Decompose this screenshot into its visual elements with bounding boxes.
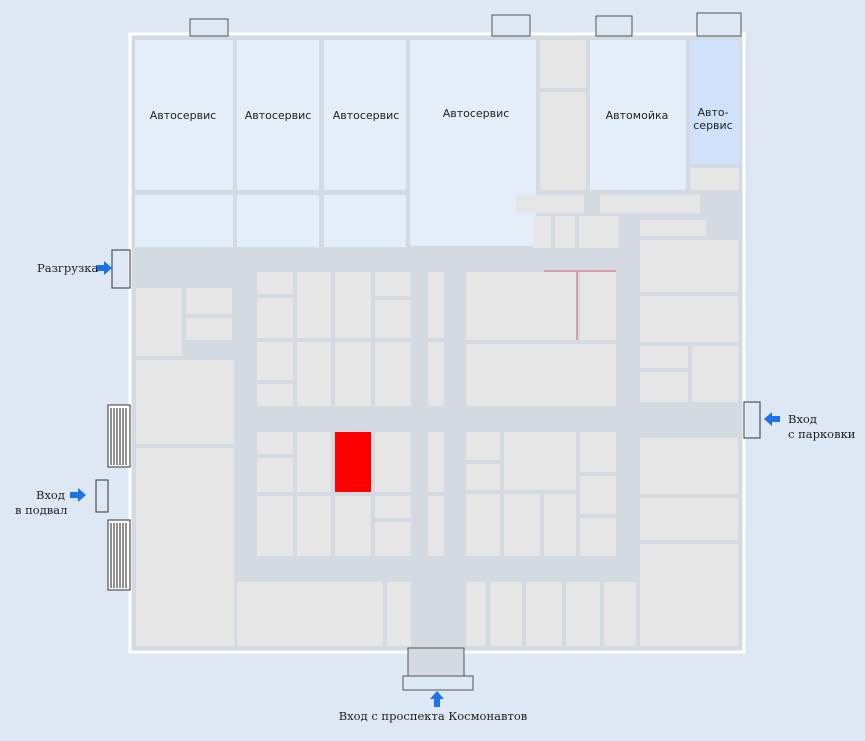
bottom-rooms [237,582,636,646]
arrow-up-icon [430,691,444,707]
west-rooms [136,288,234,646]
central-block-d [466,432,616,556]
small-offices [516,195,706,248]
label-carwash: Автомойка [606,109,669,122]
service-stairs [690,168,739,190]
east-rooms [640,240,738,646]
central-block-b [466,270,616,406]
label-parking-1: Вход [788,412,817,426]
roof-units [189,12,742,37]
central-block-a [257,272,444,406]
stairwell [540,40,586,88]
label-autoservice-3: Автосервис [333,109,400,122]
service-bay-4[interactable] [410,40,536,246]
label-autoservice-1: Автосервис [150,109,217,122]
service-bay-small[interactable] [690,40,739,164]
label-unloading: Разгрузка [37,261,98,275]
carwash-room[interactable] [590,40,686,190]
label-parking-2: с парковки [788,427,856,441]
stair-lines [110,408,127,588]
service-bay-2-annex [237,195,319,247]
label-autoservice-2: Автосервис [245,109,312,122]
utility-room [540,92,586,190]
label-autoservice-small-2: сервис [693,119,732,132]
central-block-c [257,432,444,556]
selected-shop[interactable] [335,432,371,492]
arrow-right-icon [70,261,112,502]
service-bays [135,40,739,247]
service-bay-2[interactable] [237,40,319,190]
label-autoservice-small-1: Авто- [697,106,728,119]
main-entrance[interactable] [402,647,474,691]
service-bay-1[interactable] [135,40,233,190]
label-basement-1: Вход [36,488,65,502]
label-basement-2: в подвал [15,503,67,517]
arrow-left-icon [764,412,780,426]
service-bay-3[interactable] [324,40,406,190]
door-icon [95,249,761,513]
service-bay-3-annex [324,195,406,247]
label-main-entrance: Вход с проспекта Космонавтов [339,709,528,723]
service-bay-1-annex [135,195,233,247]
label-autoservice-4: Автосервис [443,107,510,120]
